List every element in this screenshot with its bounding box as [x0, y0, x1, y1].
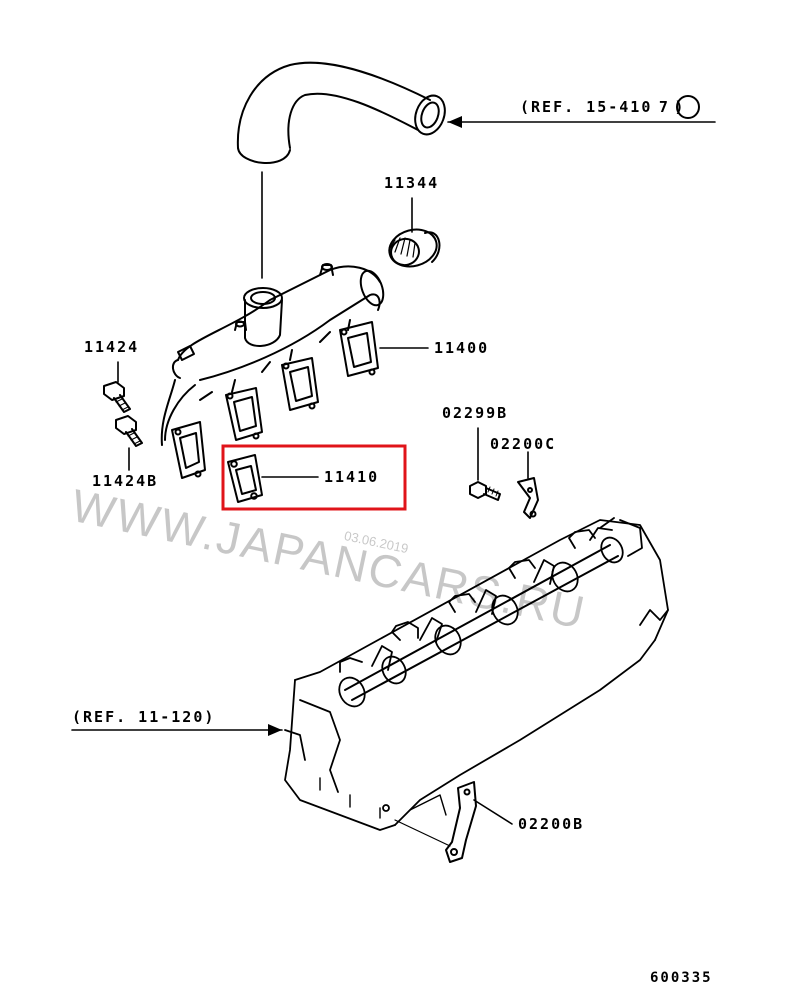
ref-top-close: ) [674, 98, 686, 116]
part-label-02299b[interactable]: 02299B [442, 404, 509, 422]
part-label-11344[interactable]: 11344 [384, 174, 440, 192]
bolt-11424 [103, 361, 131, 413]
ref-left-label[interactable]: (REF. 11-120) [72, 708, 216, 726]
gasket-11410 [227, 454, 319, 503]
ref-left-arrowhead [268, 724, 282, 736]
thermostat-cap [388, 197, 441, 268]
ref-top-text: (REF. 15-410 [520, 98, 653, 116]
coolant-hose [236, 61, 446, 164]
bracket-02200c [517, 451, 539, 519]
cylinder-head [284, 517, 669, 831]
part-label-02200b[interactable]: 02200B [518, 815, 585, 833]
part-label-11424b[interactable]: 11424B [92, 472, 159, 490]
ref-top-circle [676, 95, 700, 119]
highlight-frame-11410 [221, 444, 407, 511]
bracket-02200b [394, 781, 513, 863]
part-label-11424[interactable]: 11424 [84, 338, 140, 356]
part-label-02200c[interactable]: 02200C [490, 435, 557, 453]
ref-top-label[interactable]: (REF. 15-410 7) [520, 98, 685, 116]
bolt-11424b [115, 415, 143, 471]
bolt-02299b [469, 427, 501, 501]
part-label-11410[interactable]: 11410 [324, 468, 380, 486]
water-manifold [160, 263, 385, 479]
ref-top-arrowhead [448, 116, 462, 128]
part-label-11400[interactable]: 11400 [434, 339, 490, 357]
ref-top-circle-number: 7 [658, 98, 668, 116]
diagram-number: 600335 [650, 970, 713, 986]
